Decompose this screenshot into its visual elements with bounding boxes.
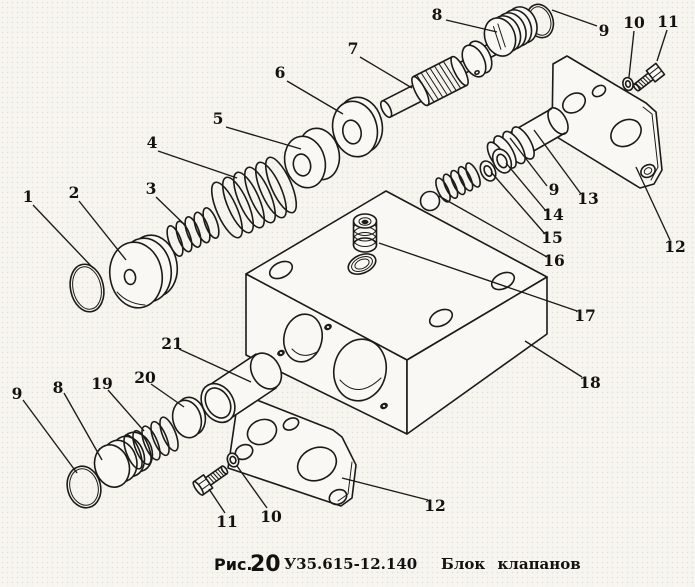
part-21-bushing: [200, 352, 283, 424]
callout-12-low: 12: [424, 496, 446, 515]
part-5-washer-thick: [283, 127, 341, 189]
callout-4: 4: [147, 133, 158, 152]
callout-8-low: 8: [53, 378, 64, 397]
callout-3: 3: [146, 179, 157, 198]
callout-21: 21: [161, 334, 183, 353]
callout-11-top: 11: [657, 12, 679, 31]
callout-13: 13: [577, 189, 599, 208]
callout-6: 6: [275, 63, 286, 82]
part-17-plug: [352, 213, 378, 253]
part-18-valve-block: [245, 190, 548, 435]
leader-17: [378, 242, 578, 312]
leader-9-top: [551, 9, 598, 27]
callout-8-top: 8: [432, 5, 443, 24]
block-screw-holes: [277, 323, 388, 410]
leader-11-top: [656, 29, 668, 62]
leader-4: [157, 150, 238, 179]
callout-20: 20: [134, 368, 156, 387]
part-14-ring: [491, 148, 513, 174]
leader-lines: [22, 9, 671, 514]
leader-21: [178, 348, 252, 383]
part-6-washer-flat: [331, 96, 384, 158]
leader-9-mid: [509, 137, 548, 187]
callout-15: 15: [541, 228, 563, 247]
callout-1: 1: [23, 187, 34, 206]
part-16-spring: [435, 162, 481, 203]
leader-20: [150, 383, 185, 408]
callout-12-right: 12: [664, 237, 686, 256]
part-19-spring: [123, 416, 179, 470]
callout-10-top: 10: [623, 13, 645, 32]
part-10-washer-lower: [226, 452, 240, 468]
leader-9-low: [22, 399, 78, 474]
caption-name: Блок клапанов: [441, 555, 581, 573]
leader-8-low: [63, 392, 103, 461]
part-1-oring: [69, 263, 105, 313]
leader-19: [107, 389, 145, 432]
part-11-bolt-top: [632, 62, 666, 92]
part-7-valve-stem: [379, 40, 502, 119]
leader-18: [524, 340, 583, 378]
caption-code: У35.615-12.140: [284, 555, 417, 573]
callout-9-mid: 9: [549, 180, 560, 199]
callout-10-low: 10: [260, 507, 282, 526]
part-4-spring-large: [210, 156, 298, 239]
leader-3: [155, 196, 187, 227]
leader-10-low: [236, 465, 268, 509]
caption-fig-number: 20: [250, 552, 281, 577]
leader-5: [225, 126, 302, 150]
callout-5: 5: [213, 109, 224, 128]
leader-1: [32, 204, 94, 269]
leader-12-right: [635, 166, 671, 241]
part-8-cap-top: [483, 6, 538, 57]
callout-19: 19: [91, 374, 113, 393]
leader-8-top: [445, 19, 498, 33]
valve-ball: [419, 190, 441, 212]
callout-14: 14: [542, 205, 564, 224]
caption-fig-label: Рис.: [214, 555, 253, 574]
callout-9-top: 9: [599, 21, 610, 40]
part-3-spring-small: [166, 207, 220, 257]
threaded-bore: [347, 253, 377, 275]
part-2-piston: [108, 234, 179, 309]
leader-10-top: [628, 30, 635, 78]
part-12-lower-plate: [227, 392, 357, 507]
leader-7: [359, 56, 413, 89]
callout-18: 18: [579, 373, 601, 392]
leader-11-low: [208, 488, 226, 514]
callout-7: 7: [348, 39, 359, 58]
callout-11-low: 11: [216, 512, 238, 531]
leader-12-low: [341, 477, 429, 501]
leader-6: [286, 80, 344, 115]
figure-caption: Рис. 20 У35.615-12.140 Блок клапанов: [214, 552, 581, 577]
callout-9-low: 9: [12, 384, 23, 403]
part-10-washer-top: [622, 76, 634, 92]
leader-2: [78, 200, 127, 261]
leader-15: [490, 171, 546, 235]
part-12-right-plate: [544, 55, 663, 189]
callout-17: 17: [574, 306, 596, 325]
leader-16: [438, 195, 548, 258]
part-11-bolt-lower: [192, 465, 229, 496]
part-9-oring-lower: [66, 465, 102, 509]
callout-2: 2: [69, 183, 80, 202]
callout-labels: 1 2 3 4 5 6 7 8 9 10 11 12 13 9 14 15 16…: [12, 5, 686, 531]
part-15-ring: [479, 160, 497, 182]
leader-13: [533, 129, 582, 195]
leader-14: [505, 162, 547, 212]
callout-16: 16: [543, 251, 565, 270]
